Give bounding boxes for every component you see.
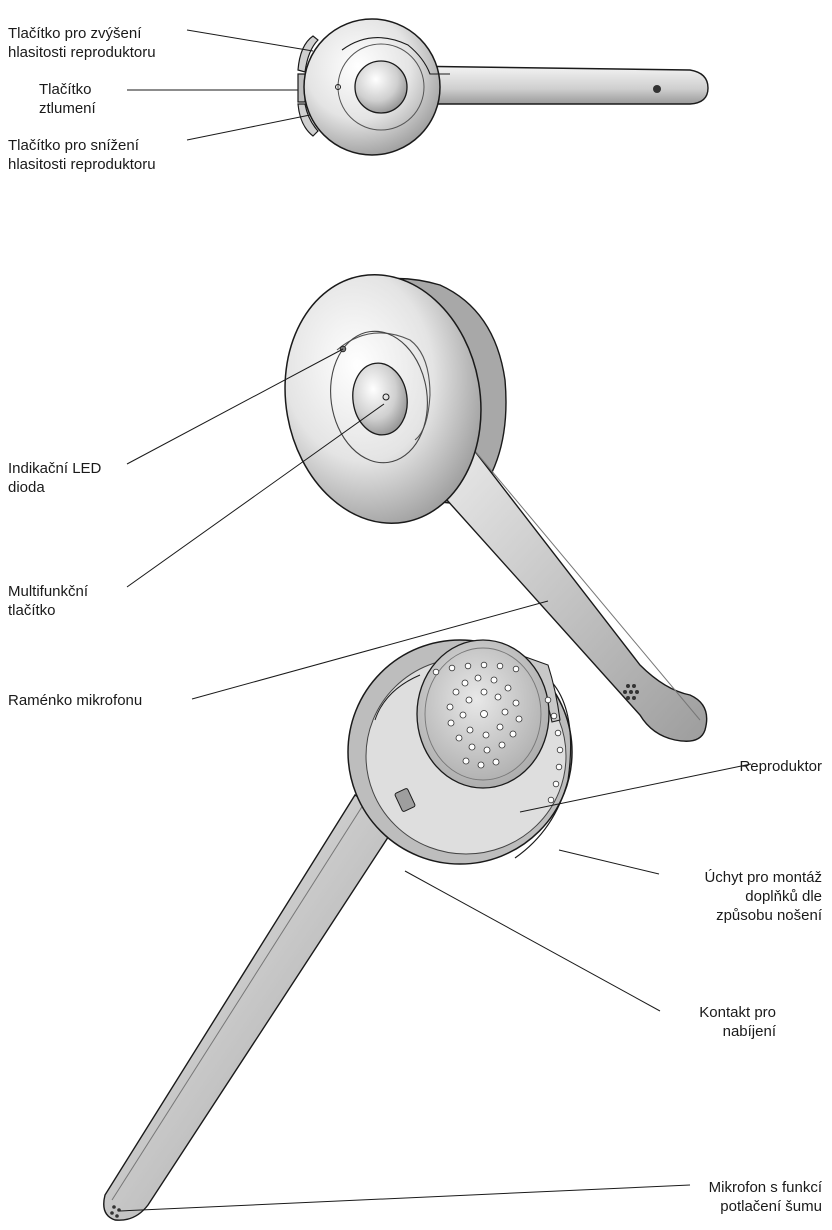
label-multifunction: Multifunkční tlačítko	[8, 582, 88, 620]
headset-top-view	[298, 19, 708, 155]
label-mute-line1: Tlačítko	[39, 80, 96, 99]
label-led-line2: dioda	[8, 478, 101, 497]
label-mount: Úchyt pro montáž doplňků dle způsobu noš…	[704, 868, 822, 925]
label-charging: Kontakt pro nabíjení	[699, 1003, 776, 1041]
leader-volume-down	[187, 115, 310, 140]
top-boom-shape	[400, 66, 708, 104]
top-mic-dot	[653, 85, 661, 93]
label-led-line1: Indikační LED	[8, 459, 101, 478]
label-boom: Raménko mikrofonu	[8, 691, 142, 710]
label-volume-up: Tlačítko pro zvýšení hlasitosti reproduk…	[8, 24, 156, 62]
label-multifunction-line2: tlačítko	[8, 601, 88, 620]
label-microphone-line2: potlačení šumu	[709, 1197, 822, 1216]
back-boom-shape	[104, 795, 398, 1220]
label-charging-line2: nabíjení	[699, 1022, 776, 1041]
headset-back-view	[104, 640, 572, 1220]
label-boom-line1: Raménko mikrofonu	[8, 691, 142, 710]
label-volume-down-line1: Tlačítko pro snížení	[8, 136, 156, 155]
leader-mount	[559, 850, 659, 874]
label-mount-line3: způsobu nošení	[704, 906, 822, 925]
label-microphone: Mikrofon s funkcí potlačení šumu	[709, 1178, 822, 1216]
label-volume-up-line1: Tlačítko pro zvýšení	[8, 24, 156, 43]
label-mount-line1: Úchyt pro montáž	[704, 868, 822, 887]
label-speaker-line1: Reproduktor	[739, 757, 822, 776]
top-multifunction-button	[355, 61, 407, 113]
label-volume-down: Tlačítko pro snížení hlasitosti reproduk…	[8, 136, 156, 174]
label-mute-line2: ztlumení	[39, 99, 96, 118]
label-microphone-line1: Mikrofon s funkcí	[709, 1178, 822, 1197]
label-mount-line2: doplňků dle	[704, 887, 822, 906]
label-volume-up-line2: hlasitosti reproduktoru	[8, 43, 156, 62]
label-volume-down-line2: hlasitosti reproduktoru	[8, 155, 156, 174]
leader-microphone	[120, 1185, 690, 1211]
leader-charging	[405, 871, 660, 1011]
label-led: Indikační LED dioda	[8, 459, 101, 497]
label-mute: Tlačítko ztlumení	[39, 80, 96, 118]
label-multifunction-line1: Multifunkční	[8, 582, 88, 601]
label-speaker: Reproduktor	[739, 757, 822, 776]
leader-volume-up	[187, 30, 313, 51]
label-charging-line1: Kontakt pro	[699, 1003, 776, 1022]
